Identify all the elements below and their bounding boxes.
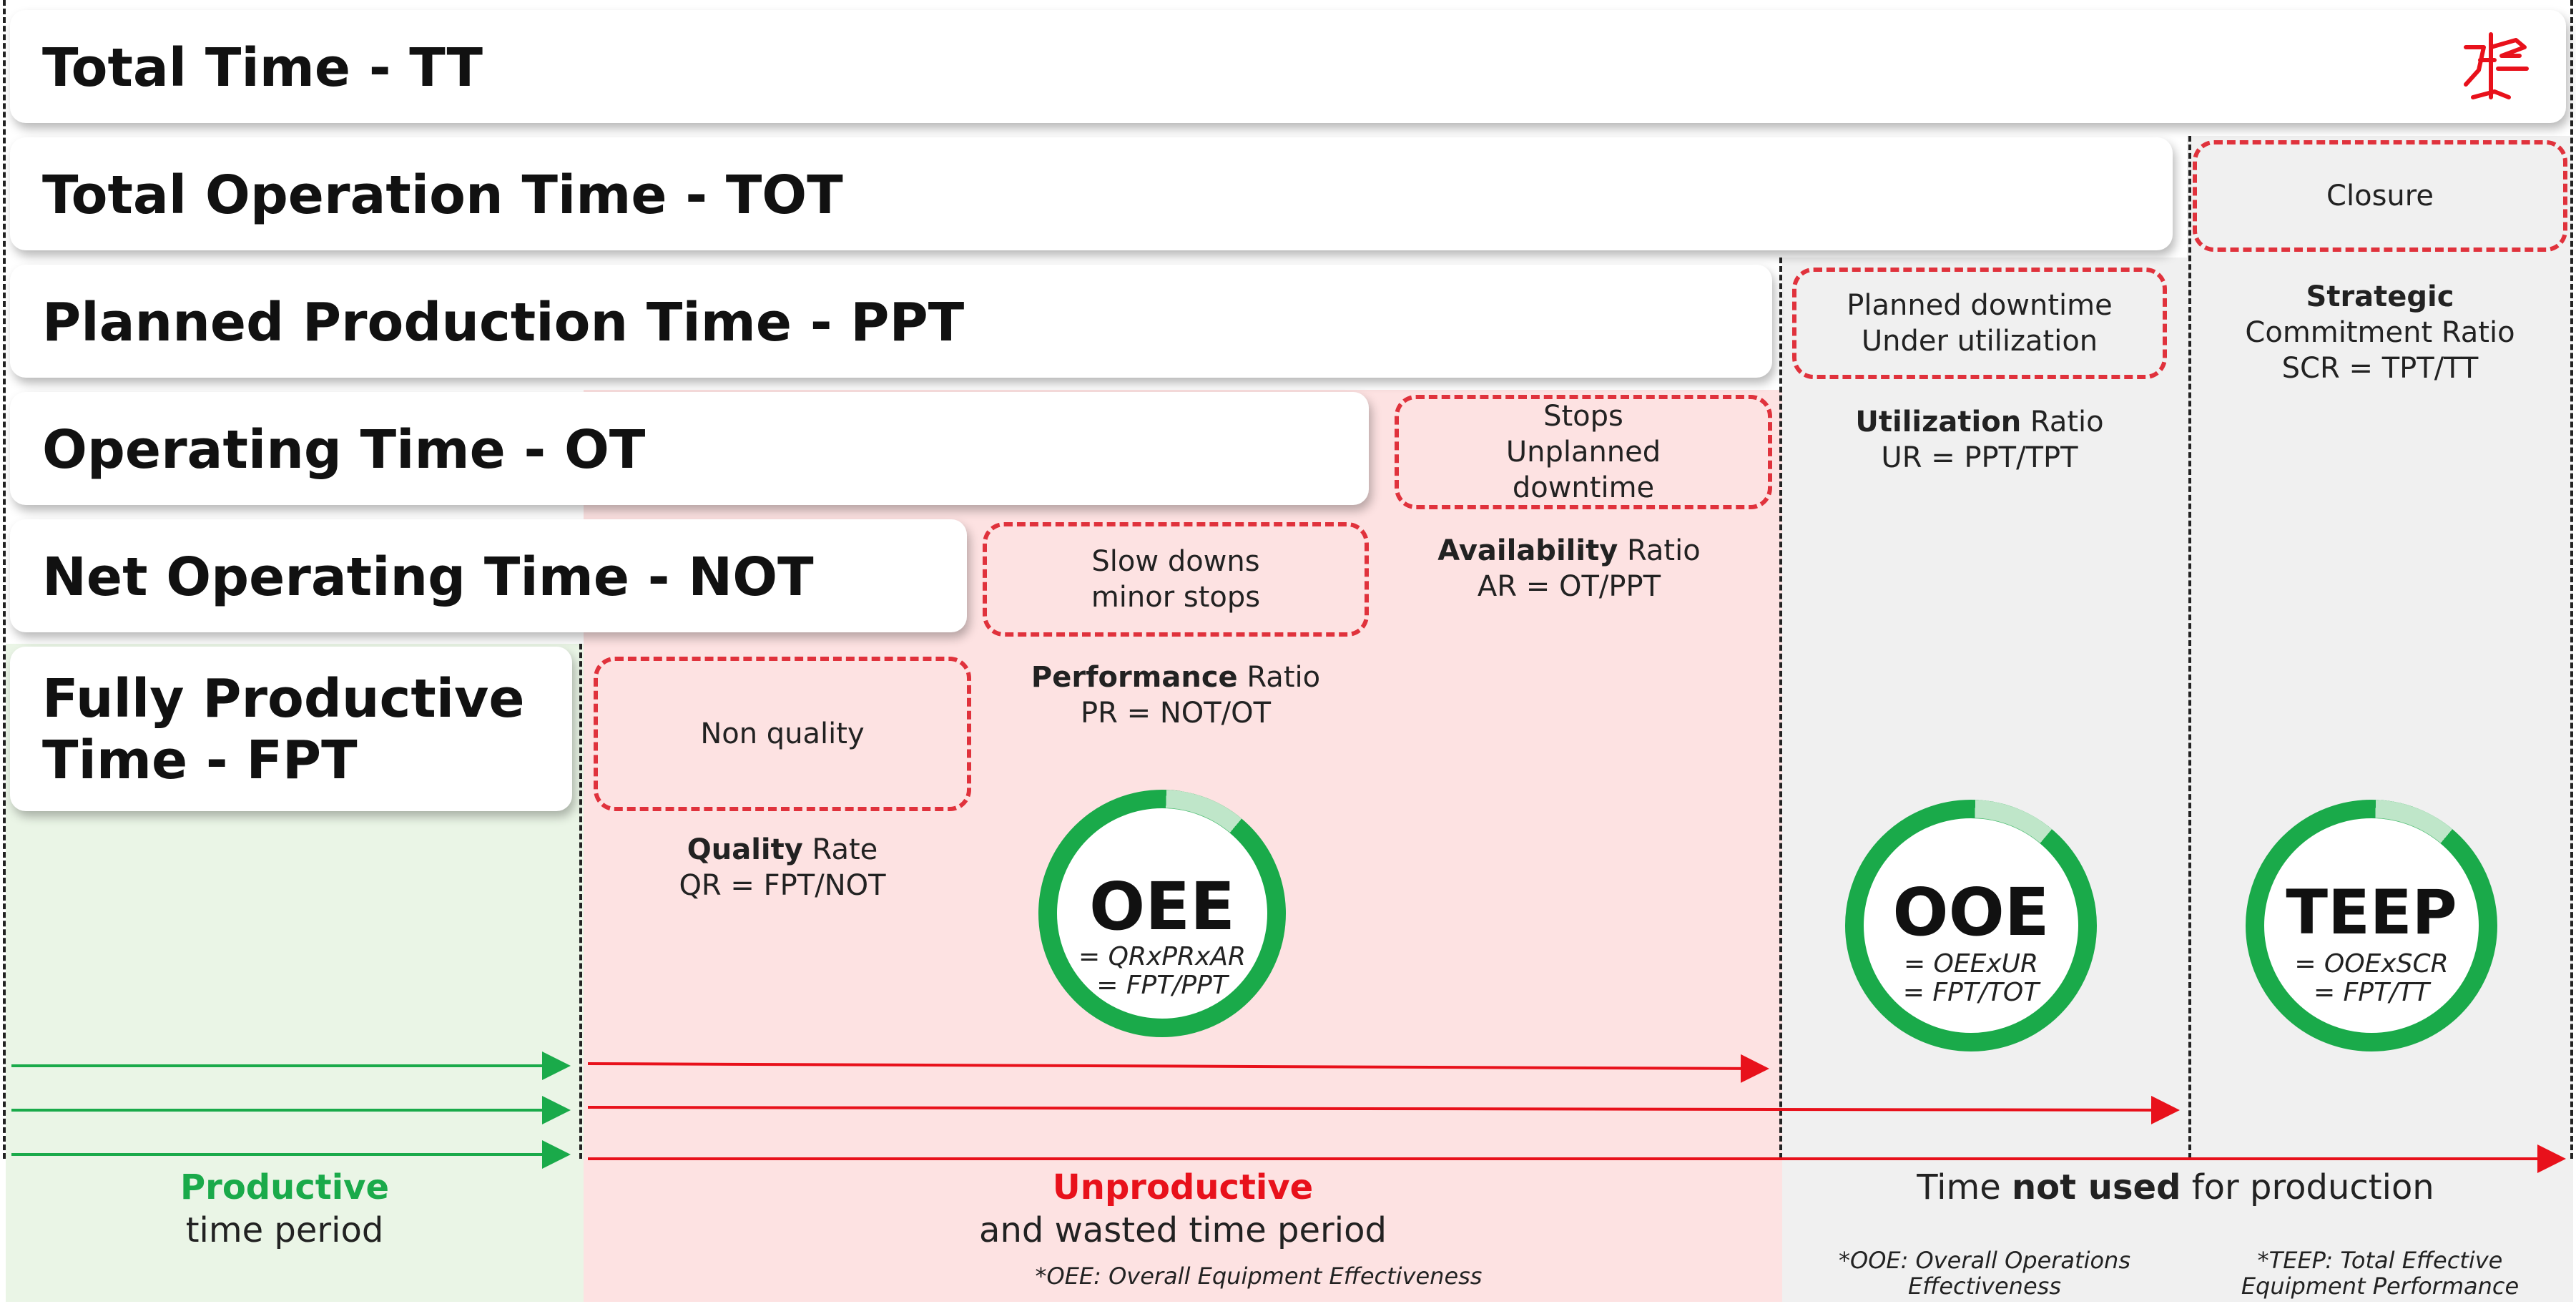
metric-ooe-formula-1: = OEExUR <box>1903 949 2039 979</box>
ratio-performance-formula: PR = NOT/OT <box>1080 697 1272 730</box>
footer-not-used-pre: Time <box>1917 1167 2012 1207</box>
loss-stops: Stops Unplanned downtime <box>1395 395 1772 509</box>
footer-productive: Productive time period <box>6 1166 564 1252</box>
unproductive-arrows <box>587 1054 2566 1173</box>
metric-ooe-formula-2: = FPT/TOT <box>1902 978 2040 1007</box>
metric-oee-formula-2: = FPT/PPT <box>1096 971 1228 1000</box>
loss-slow-downs-line2: minor stops <box>1091 581 1261 614</box>
loss-planned-downtime: Planned downtime Under utilization <box>1792 268 2167 379</box>
ratio-utilization-title: Utilization <box>1855 406 2022 438</box>
bar-total-operation-time-label: Total Operation Time - TOT <box>42 165 843 226</box>
loss-slow-downs-line1: Slow downs <box>1091 545 1260 578</box>
ratio-utilization-subtitle: Ratio <box>2021 406 2104 438</box>
ratio-performance: Performance Ratio PR = NOT/OT <box>983 660 1369 731</box>
loss-planned-downtime-line2: Under utilization <box>1861 325 2098 358</box>
bar-planned-production-time-label: Planned Production Time - PPT <box>42 292 965 353</box>
loss-non-quality-text: Non quality <box>700 717 865 750</box>
bar-fully-productive-time-label-2: Time - FPT <box>42 730 358 791</box>
ratio-strategic-subtitle: Commitment Ratio <box>2245 316 2515 349</box>
ratio-availability: Availability Ratio AR = OT/PPT <box>1380 533 1758 604</box>
productive-arrows <box>11 1051 571 1169</box>
ratio-utilization: Utilization Ratio UR = PPT/TPT <box>1792 404 2167 476</box>
footer-unproductive: Unproductive and wasted time period <box>584 1166 1782 1252</box>
loss-slow-downs: Slow downs minor stops <box>983 522 1369 637</box>
bar-planned-production-time: Planned Production Time - PPT <box>10 265 1772 378</box>
ratio-quality-formula: QR = FPT/NOT <box>679 869 886 902</box>
bar-total-time: Total Time - TT <box>10 10 2566 123</box>
bar-net-operating-time: Net Operating Time - NOT <box>10 519 967 632</box>
loss-non-quality: Non quality <box>594 657 971 811</box>
bar-total-operation-time: Total Operation Time - TOT <box>10 137 2173 250</box>
ooe-span-arrow <box>587 1095 2180 1124</box>
ratio-availability-title: Availability <box>1437 534 1618 567</box>
footer-ooe-note: *OOE: Overall Operations Effectiveness <box>1782 1247 2187 1299</box>
loss-stops-line2: Unplanned <box>1505 436 1661 469</box>
footer-productive-title: Productive <box>180 1167 390 1207</box>
metric-teep-ring-highlight <box>2246 800 2497 1051</box>
bar-total-time-label: Total Time - TT <box>42 37 483 99</box>
loss-closure: Closure <box>2193 140 2567 252</box>
footer-teep-note-line1: *TEEP: Total Effective <box>2257 1247 2503 1274</box>
footer-not-used: Time not used for production <box>1782 1166 2569 1209</box>
ratio-strategic-formula: SCR = TPT/TT <box>2281 352 2479 385</box>
ratio-availability-formula: AR = OT/PPT <box>1477 570 1661 603</box>
left-boundary-line <box>3 0 6 1159</box>
unused-zone <box>1782 258 2187 1302</box>
loss-planned-downtime-line1: Planned downtime <box>1847 289 2113 322</box>
footer-not-used-post: for production <box>2181 1167 2434 1207</box>
metric-ooe-name: OOE <box>1892 874 2050 951</box>
ratio-availability-subtitle: Ratio <box>1618 534 1701 567</box>
ratio-strategic-title: Strategic <box>2306 280 2454 313</box>
ratio-quality-subtitle: Rate <box>802 833 878 866</box>
footer-unproductive-subtitle: and wasted time period <box>979 1210 1387 1250</box>
tt-boundary-line <box>2570 0 2573 1159</box>
logo-icon <box>2464 32 2529 99</box>
footer-ooe-note-line1: *OOE: Overall Operations <box>1839 1247 2130 1274</box>
productive-boundary-line <box>579 644 582 1159</box>
ratio-quality: Quality Rate QR = FPT/NOT <box>594 832 971 903</box>
bar-fully-productive-time-label-1: Fully Productive <box>42 668 525 730</box>
footer-teep-note: *TEEP: Total Effective Equipment Perform… <box>2187 1247 2573 1299</box>
bar-net-operating-time-label: Net Operating Time - NOT <box>42 546 814 608</box>
bar-operating-time: Operating Time - OT <box>10 392 1369 505</box>
oee-span-arrow <box>587 1054 1769 1083</box>
ratio-performance-title: Performance <box>1031 661 1238 694</box>
ratio-utilization-formula: UR = PPT/TPT <box>1881 441 2078 474</box>
footer-not-used-bold: not used <box>2012 1167 2181 1207</box>
ratio-strategic: Strategic Commitment Ratio SCR = TPT/TT <box>2193 279 2567 386</box>
metric-ooe-ring-highlight <box>1845 800 2097 1051</box>
loss-closure-text: Closure <box>2326 180 2434 212</box>
metric-teep-formula-1: = OOExSCR <box>2294 949 2449 979</box>
tot-boundary-line <box>2188 136 2191 1159</box>
metric-oee-formula-1: = QRxPRxAR <box>1078 942 1246 971</box>
ratio-quality-title: Quality <box>687 833 803 866</box>
ppt-boundary-line <box>1779 258 1782 1159</box>
footer-ooe-note-line2: Effectiveness <box>1908 1273 2061 1300</box>
closure-zone <box>2187 136 2573 1302</box>
footer-teep-note-line2: Equipment Performance <box>2241 1273 2520 1300</box>
bar-fully-productive-time: Fully Productive Time - FPT <box>10 647 572 811</box>
metric-oee-ring-highlight <box>1038 790 1286 1037</box>
loss-stops-line1: Stops <box>1543 400 1623 433</box>
metric-teep-name: TEEP <box>2286 877 2457 948</box>
bar-operating-time-label: Operating Time - OT <box>42 419 646 481</box>
metric-teep-formula-2: = FPT/TT <box>2313 978 2430 1007</box>
ratio-performance-subtitle: Ratio <box>1237 661 1321 694</box>
footer-unproductive-title: Unproductive <box>1052 1167 1314 1207</box>
loss-stops-line3: downtime <box>1512 471 1655 504</box>
footer-oee-note: *OEE: Overall Equipment Effectiveness <box>1035 1262 1483 1290</box>
metric-oee-name: OEE <box>1089 868 1235 945</box>
footer-productive-subtitle: time period <box>185 1210 384 1250</box>
